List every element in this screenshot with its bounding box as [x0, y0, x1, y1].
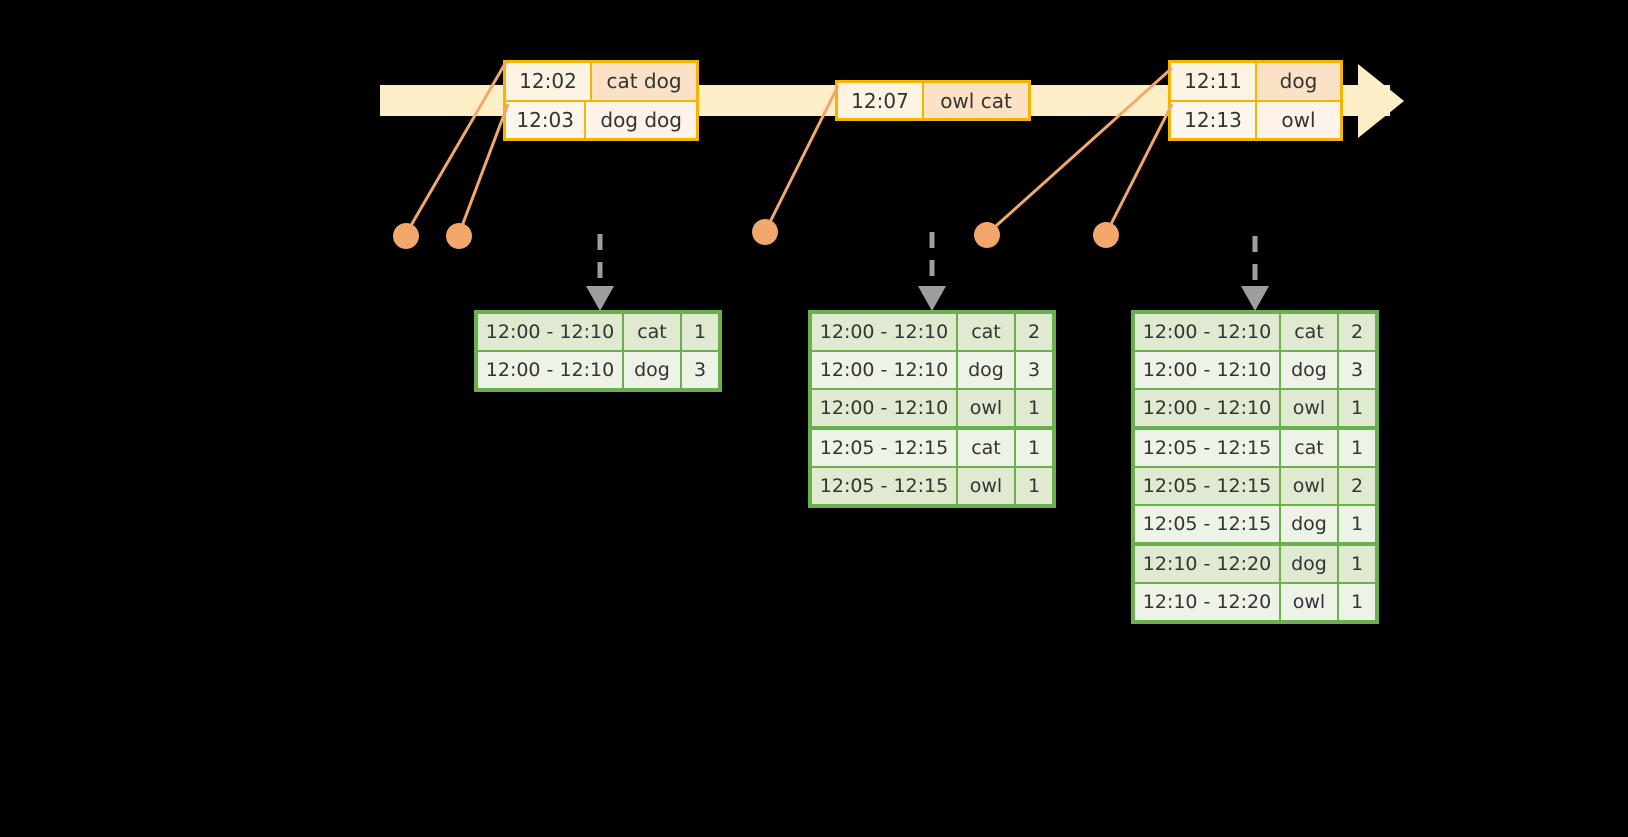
count-cell: 1 [1339, 430, 1375, 466]
key-cell: dog [1281, 352, 1339, 388]
window-cell: 12:05 - 12:15 [1135, 468, 1281, 504]
event-row[interactable]: 12:11 dog [1171, 63, 1340, 100]
event-marker-12-03[interactable] [446, 223, 472, 249]
count-cell: 1 [1339, 546, 1375, 582]
event-marker-12-11[interactable] [974, 222, 1000, 248]
window-cell: 12:00 - 12:10 [812, 352, 958, 388]
event-box-group-1[interactable]: 12:02 cat dog 12:03 dog dog [503, 60, 699, 141]
key-cell: owl [1281, 468, 1339, 504]
count-cell: 3 [1339, 352, 1375, 388]
window-cell: 12:00 - 12:10 [1135, 314, 1281, 350]
key-cell: cat [958, 430, 1016, 466]
event-marker-12-13[interactable] [1093, 222, 1119, 248]
window-cell: 12:05 - 12:15 [812, 430, 958, 466]
event-row[interactable]: 12:03 dog dog [506, 99, 696, 138]
key-cell: owl [1281, 584, 1339, 620]
key-cell: cat [958, 314, 1016, 350]
event-words: dog [1257, 63, 1340, 100]
event-time: 12:13 [1171, 101, 1257, 138]
window-cell: 12:00 - 12:10 [478, 314, 624, 350]
window-cell: 12:05 - 12:15 [1135, 506, 1281, 542]
event-marker-12-02[interactable] [393, 223, 419, 249]
count-cell: 2 [1016, 314, 1052, 350]
window-cell: 12:05 - 12:15 [812, 468, 958, 504]
key-cell: cat [1281, 430, 1339, 466]
count-cell: 2 [1339, 314, 1375, 350]
count-cell: 3 [1016, 352, 1052, 388]
event-time: 12:02 [506, 63, 592, 100]
event-box-group-3[interactable]: 12:11 dog 12:13 owl [1168, 60, 1343, 141]
window-cell: 12:00 - 12:10 [1135, 352, 1281, 388]
window-cell: 12:00 - 12:10 [812, 390, 958, 426]
count-cell: 1 [1016, 430, 1052, 466]
connector-line-5 [1104, 103, 1174, 235]
key-cell: cat [624, 314, 682, 350]
event-words: cat dog [592, 63, 696, 100]
key-cell: owl [958, 468, 1016, 504]
window-cell: 12:00 - 12:10 [812, 314, 958, 350]
connector-line-2 [457, 103, 510, 235]
event-words: owl [1257, 101, 1340, 138]
event-time: 12:11 [1171, 63, 1257, 100]
count-cell: 1 [1339, 390, 1375, 426]
count-cell: 1 [1339, 506, 1375, 542]
event-marker-12-07[interactable] [752, 219, 778, 245]
event-time: 12:07 [838, 83, 924, 118]
count-cell: 1 [1339, 584, 1375, 620]
count-cell: 1 [682, 314, 718, 350]
key-cell: cat [1281, 314, 1339, 350]
emit-arrow-head-2 [918, 286, 946, 311]
count-cell: 2 [1339, 468, 1375, 504]
timeline-arrow-head [1358, 64, 1404, 138]
window-cell: 12:05 - 12:15 [1135, 430, 1281, 466]
count-cell: 3 [682, 352, 718, 388]
event-words: dog dog [586, 101, 696, 138]
event-row[interactable]: 12:13 owl [1171, 99, 1340, 138]
window-cell: 12:10 - 12:20 [1135, 584, 1281, 620]
window-cell: 12:00 - 12:10 [1135, 390, 1281, 426]
event-row[interactable]: 12:02 cat dog [506, 63, 696, 100]
key-cell: dog [1281, 506, 1339, 542]
event-words: owl cat [924, 83, 1028, 118]
count-cell: 1 [1016, 390, 1052, 426]
count-cell: 1 [1016, 468, 1052, 504]
event-box-group-2[interactable]: 12:07 owl cat [835, 80, 1031, 121]
key-cell: owl [958, 390, 1016, 426]
key-cell: dog [958, 352, 1016, 388]
key-cell: dog [1281, 546, 1339, 582]
key-cell: owl [1281, 390, 1339, 426]
emit-arrow-head-1 [586, 286, 614, 311]
key-cell: dog [624, 352, 682, 388]
window-cell: 12:10 - 12:20 [1135, 546, 1281, 582]
window-cell: 12:00 - 12:10 [478, 352, 624, 388]
event-time: 12:03 [506, 101, 587, 138]
emit-arrow-head-3 [1241, 286, 1269, 311]
event-row[interactable]: 12:07 owl cat [838, 83, 1028, 118]
